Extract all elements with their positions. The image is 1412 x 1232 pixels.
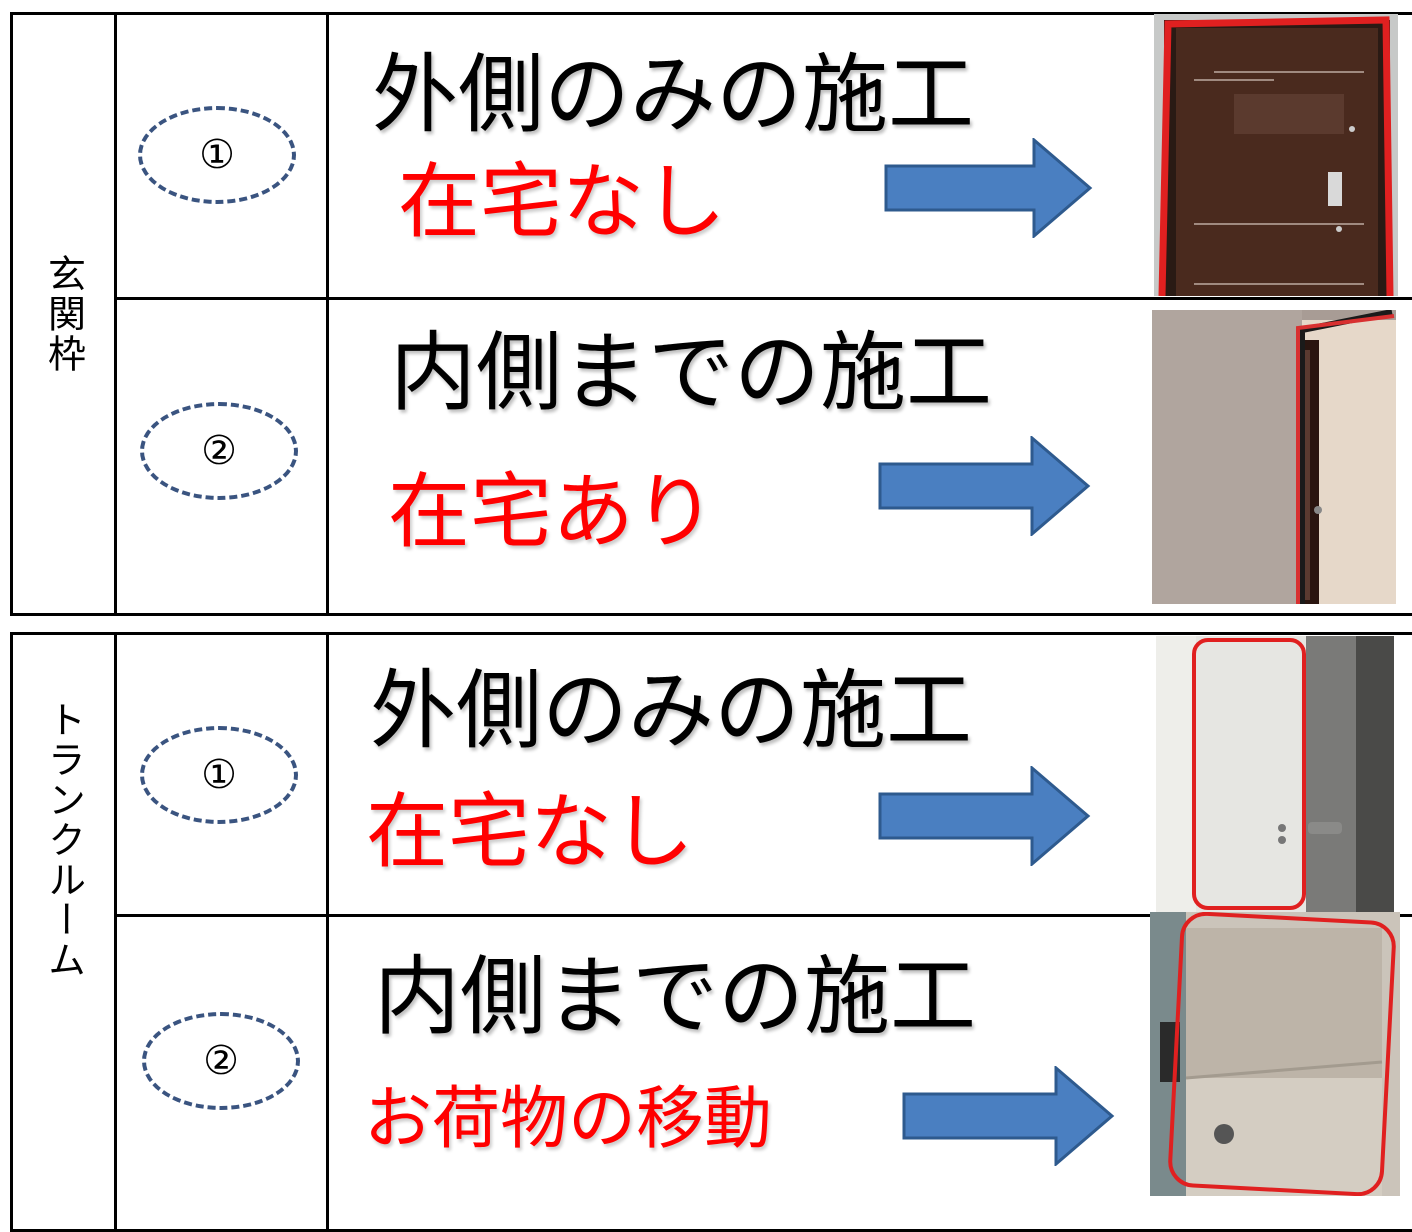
door-interior-photo bbox=[1152, 310, 1396, 604]
marker-circle: ② bbox=[142, 1012, 300, 1110]
arrow-right-icon bbox=[878, 766, 1091, 866]
marker-circle: ① bbox=[138, 106, 296, 204]
arrow-right-icon bbox=[902, 1066, 1115, 1166]
work-title: 外側のみの施工 bbox=[370, 661, 972, 761]
column-divider bbox=[326, 12, 329, 616]
storage-door-photo bbox=[1156, 636, 1394, 912]
section-label: 玄関枠 bbox=[41, 254, 86, 374]
status-text: お荷物の移動 bbox=[364, 1080, 773, 1159]
marker-circle: ① bbox=[140, 726, 298, 824]
work-title: 外側のみの施工 bbox=[372, 45, 974, 145]
column-divider bbox=[326, 632, 329, 1232]
column-divider bbox=[114, 12, 117, 616]
work-title: 内側までの施工 bbox=[390, 323, 992, 423]
status-text: 在宅あり bbox=[388, 465, 717, 560]
arrow-right-icon bbox=[878, 436, 1091, 536]
row-divider bbox=[114, 914, 1412, 917]
column-divider bbox=[114, 632, 117, 1232]
arrow-right-icon bbox=[884, 138, 1093, 238]
marker-circle: ② bbox=[140, 402, 298, 500]
work-title: 内側までの施工 bbox=[374, 947, 976, 1047]
row-divider bbox=[114, 297, 1412, 300]
status-text: 在宅なし bbox=[398, 155, 727, 250]
status-text: 在宅なし bbox=[366, 785, 695, 880]
section-label: トランクルーム bbox=[41, 700, 86, 980]
door-exterior-photo bbox=[1154, 14, 1398, 296]
storage-interior-photo bbox=[1150, 912, 1400, 1196]
